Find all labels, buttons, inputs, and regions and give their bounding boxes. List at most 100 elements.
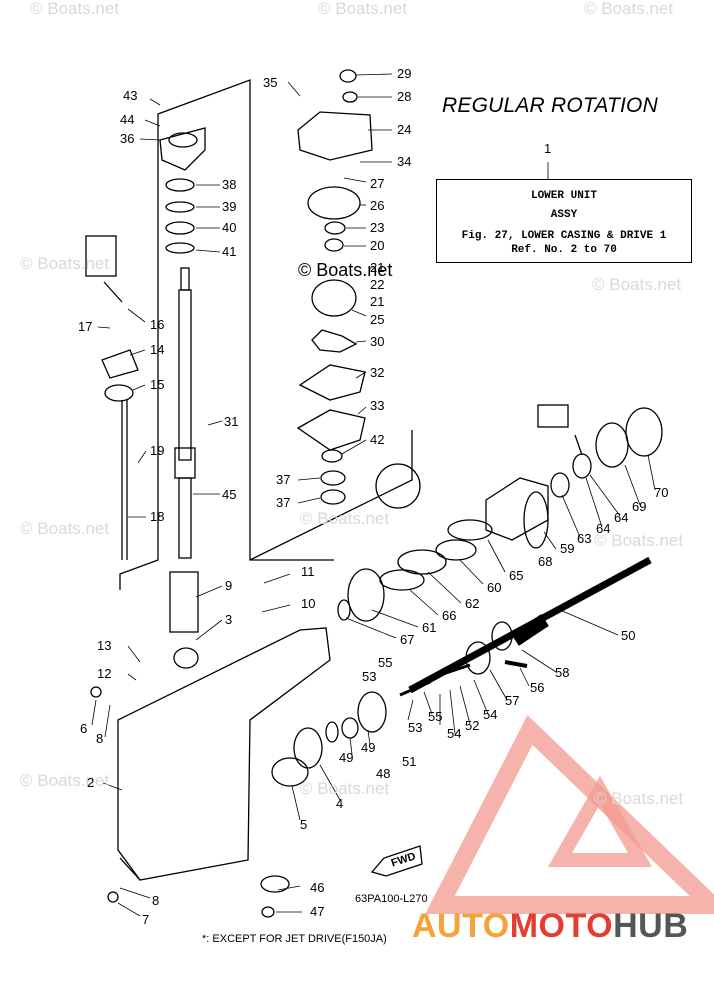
callout-label: 56 <box>530 680 545 695</box>
callout-label: 36 <box>120 131 135 146</box>
watermark: © Boats.net <box>20 254 110 273</box>
callout-label: 59 <box>560 541 575 556</box>
watermark: © Boats.net <box>584 0 674 18</box>
callout-label: 21 <box>370 260 385 275</box>
drawing-code: 63PA100-L270 <box>355 893 428 905</box>
callout-label: 54 <box>483 707 498 722</box>
watermark: © Boats.net <box>20 771 110 790</box>
callout-label: 52 <box>465 718 480 733</box>
callout-label: 53 <box>362 669 377 684</box>
watermark: © Boats.net <box>30 0 120 18</box>
callout-label: 26 <box>370 198 385 213</box>
watermark: © Boats.net <box>594 789 684 808</box>
brand-logo-text: AUTOMOTOHUB <box>412 907 688 946</box>
callout-label: 61 <box>422 620 437 635</box>
callout-label: 30 <box>370 334 385 349</box>
callout-label: 49 <box>361 740 376 755</box>
callout-label: 60 <box>487 580 502 595</box>
callout-label: 27 <box>370 176 385 191</box>
callout-label: 63 <box>577 531 592 546</box>
watermark: © Boats.net <box>300 509 390 528</box>
watermark: © Boats.net <box>300 779 390 798</box>
callout-label: 28 <box>397 89 412 104</box>
callout-label: 64 <box>614 510 629 525</box>
footnote: *: EXCEPT FOR JET DRIVE(F150JA) <box>202 933 387 945</box>
callout-label: 40 <box>222 220 237 235</box>
callout-label: 22 <box>370 277 385 292</box>
callout-label: 21 <box>370 294 385 309</box>
callout-label: 19 <box>150 443 165 458</box>
callout-label: 66 <box>442 608 457 623</box>
callout-label: 14 <box>150 342 165 357</box>
watermark: © Boats.net <box>592 275 682 294</box>
callout-label: 34 <box>397 154 412 169</box>
callout-label: 4 <box>336 796 344 811</box>
callout-label: 37 <box>276 495 291 510</box>
callout-label: 7 <box>142 912 150 927</box>
callout-label: 51 <box>402 754 417 769</box>
callout-label: 44 <box>120 112 135 127</box>
brand-part-1: AUTO <box>412 907 510 945</box>
callout-label: 8 <box>152 893 160 908</box>
callout-label: 3 <box>225 612 233 627</box>
callout-label: 58 <box>555 665 570 680</box>
callout-label: 67 <box>400 632 415 647</box>
callout-label: 62 <box>465 596 480 611</box>
callout-label: 54 <box>447 726 462 741</box>
callout-label: 53 <box>408 720 423 735</box>
ref-number: 1 <box>544 141 552 156</box>
callout-label: 6 <box>80 721 88 736</box>
callout-label: 37 <box>276 472 291 487</box>
callout-label: 70 <box>654 485 669 500</box>
callout-label: 5 <box>300 817 308 832</box>
callout-label: 35 <box>263 75 278 90</box>
ref-line-2: ASSY <box>550 209 578 221</box>
callout-label: 11 <box>301 564 315 579</box>
callout-label: 42 <box>370 432 385 447</box>
callout-label: 55 <box>428 709 443 724</box>
callout-label: 12 <box>97 666 112 681</box>
callout-label: 9 <box>225 578 233 593</box>
callout-label: 41 <box>222 244 237 259</box>
callout-label: 18 <box>150 509 165 524</box>
watermark: © Boats.net <box>318 0 408 18</box>
callout-label: 45 <box>222 487 237 502</box>
callout-label: 16 <box>150 317 165 332</box>
callout-label: 68 <box>538 554 553 569</box>
ref-line-1: LOWER UNIT <box>530 190 597 202</box>
callout-label: 57 <box>505 693 520 708</box>
callout-label: 69 <box>632 499 647 514</box>
callout-label: 46 <box>310 880 325 895</box>
watermark: © Boats.net <box>594 531 684 550</box>
callout-label: 2 <box>87 775 95 790</box>
callout-label: 39 <box>222 199 237 214</box>
reference-box: LOWER UNIT ASSY Fig. 27, LOWER CASING & … <box>436 179 692 263</box>
callout-label: 17 <box>78 319 93 334</box>
callout-label: 15 <box>150 377 165 392</box>
callout-label: 8 <box>96 731 104 746</box>
brand-part-2: MOTO <box>509 907 614 945</box>
callout-label: 31 <box>224 414 239 429</box>
callout-label: 49 <box>339 750 354 765</box>
diagram-title: REGULAR ROTATION <box>442 94 658 117</box>
center-watermark: © Boats.net <box>298 260 393 280</box>
callout-label: 29 <box>397 66 412 81</box>
callout-label: 48 <box>376 766 391 781</box>
watermark: © Boats.net <box>20 519 110 538</box>
callout-label: 25 <box>370 312 385 327</box>
ref-line-3: Fig. 27, LOWER CASING & DRIVE 1 <box>461 230 667 242</box>
callout-label: 33 <box>370 398 385 413</box>
callout-label: 38 <box>222 177 237 192</box>
callout-label: 50 <box>621 628 636 643</box>
callout-label: 23 <box>370 220 385 235</box>
brand-part-3: HUB <box>613 907 689 945</box>
callout-label: 24 <box>397 122 412 137</box>
ref-line-4: Ref. No. 2 to 70 <box>511 244 617 256</box>
callout-label: 64 <box>596 521 611 536</box>
callout-label: 55 <box>378 655 393 670</box>
callout-label: 20 <box>370 238 385 253</box>
callout-label: 65 <box>509 568 524 583</box>
callout-label: 43 <box>123 88 138 103</box>
